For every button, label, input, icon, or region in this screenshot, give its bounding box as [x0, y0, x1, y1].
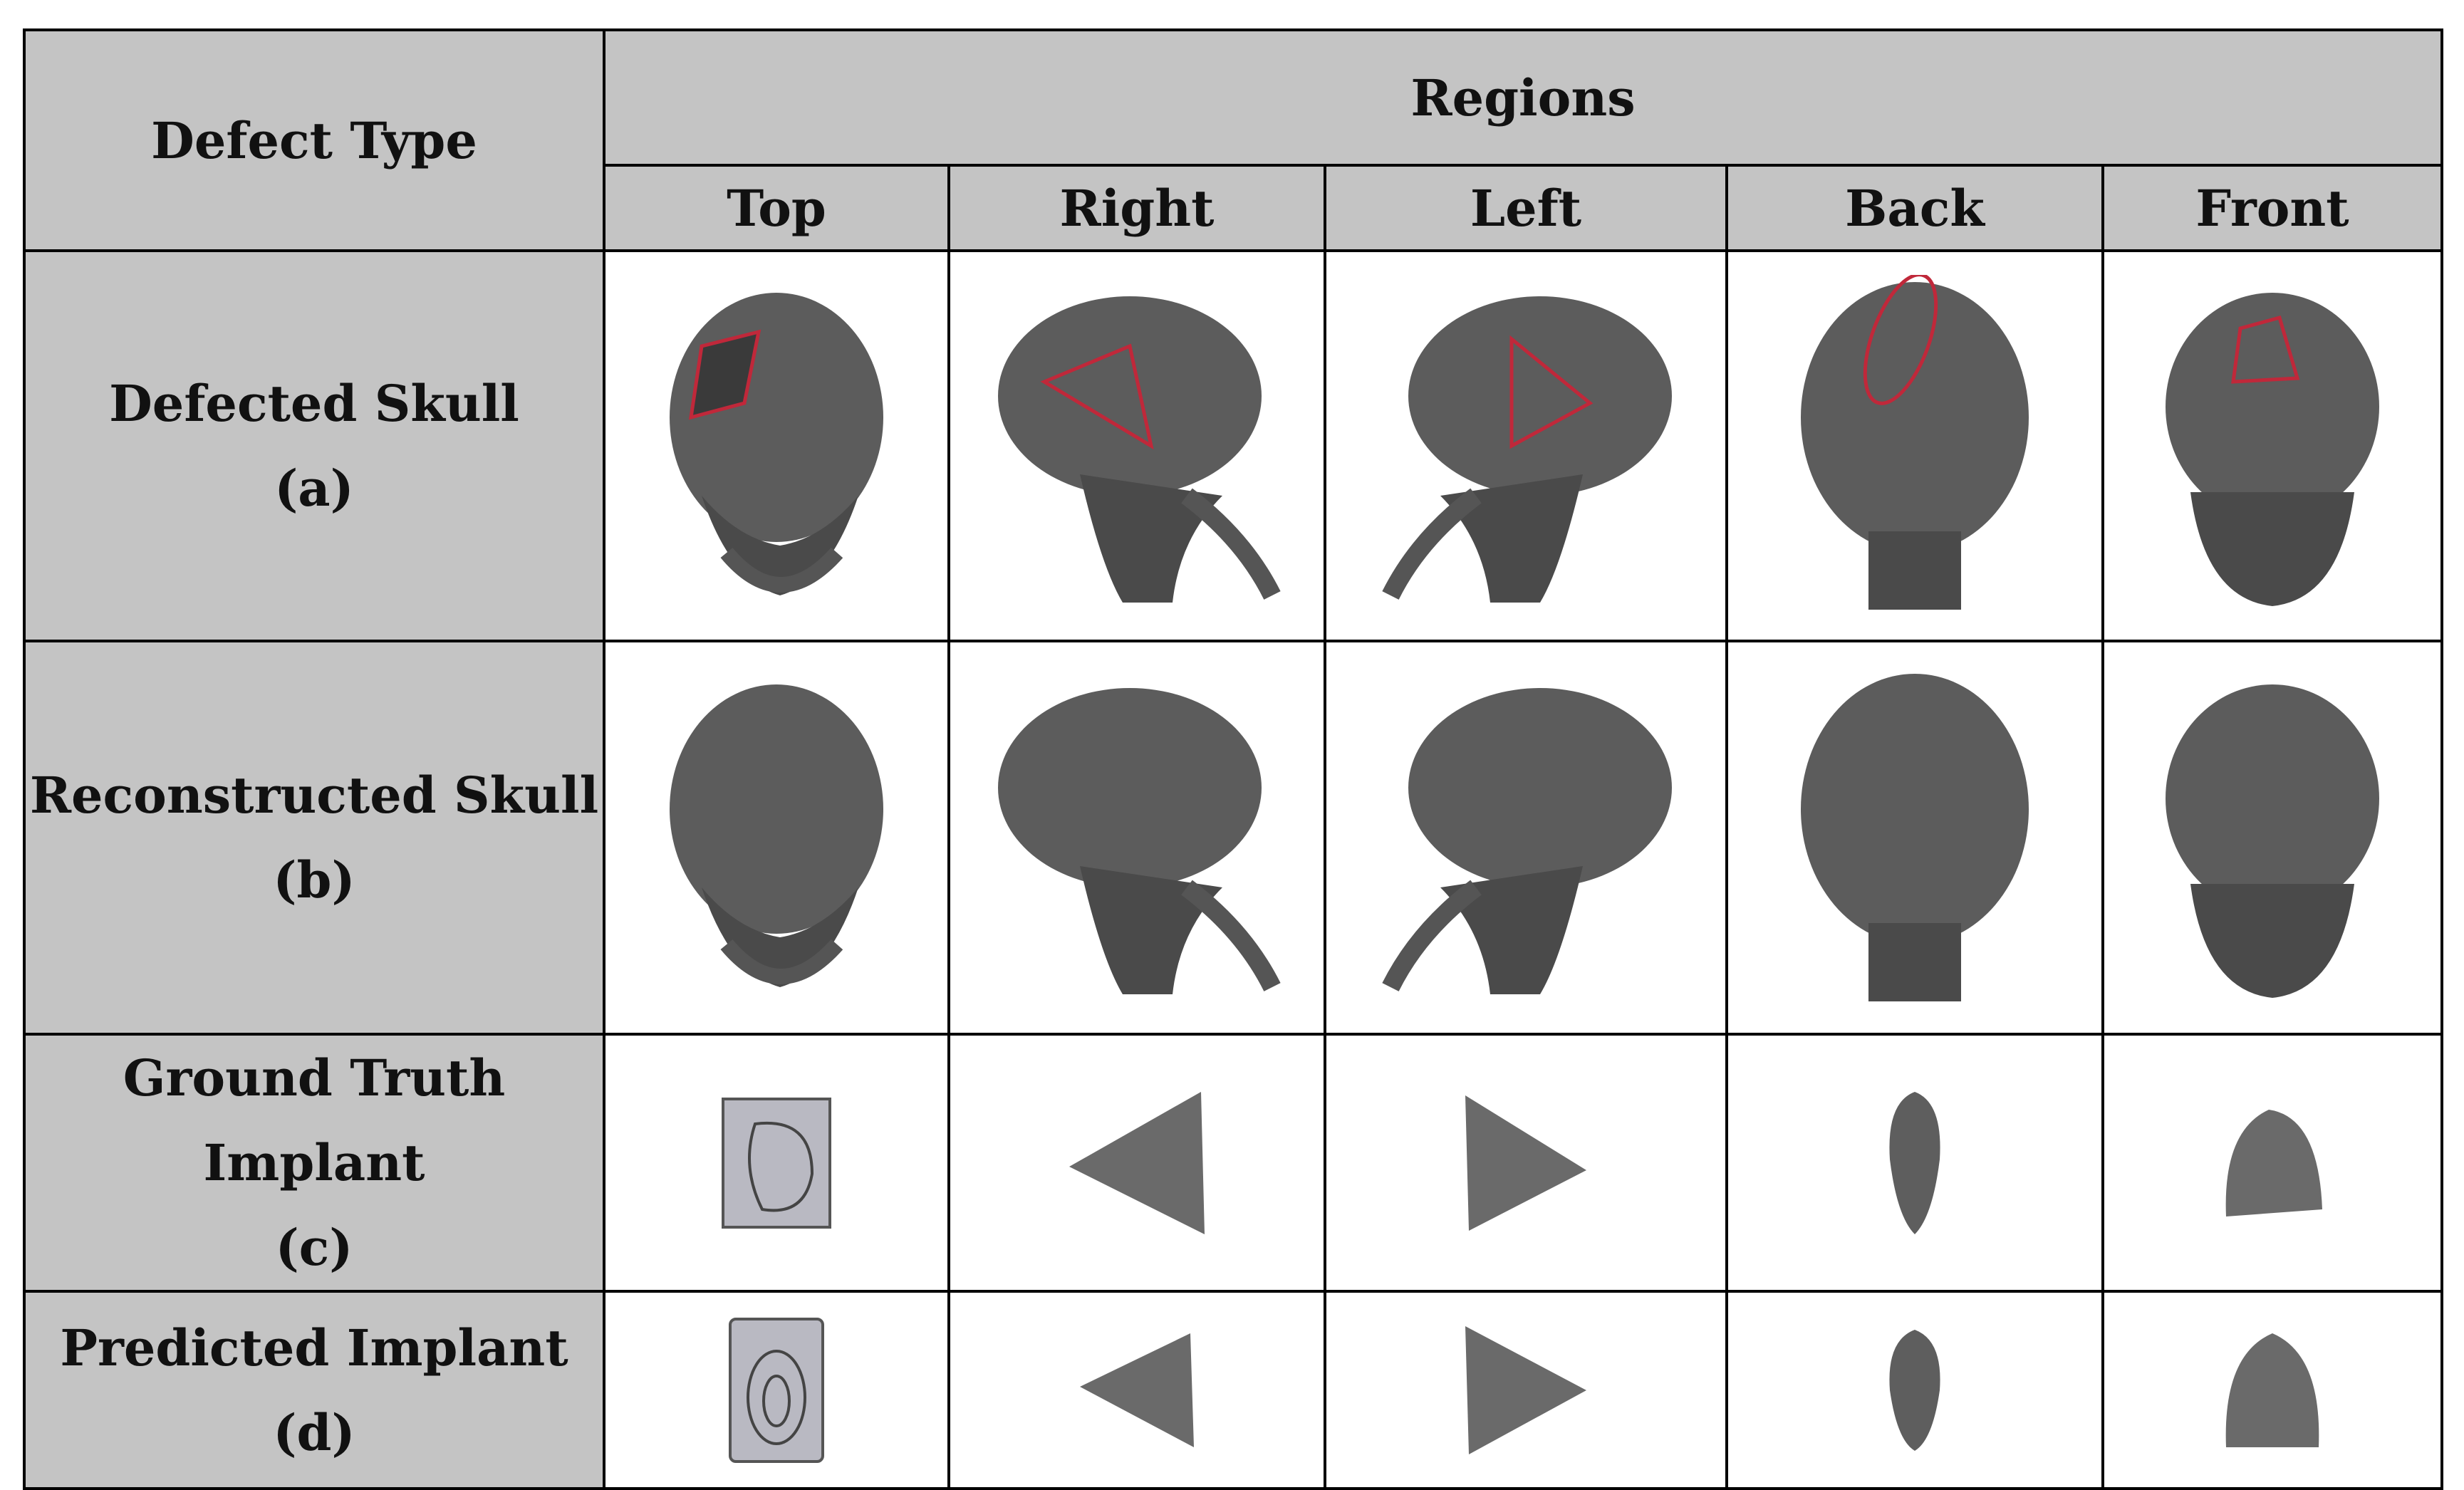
cell-reconstructed-back — [1725, 640, 2104, 1036]
cell-gt-back — [1725, 1033, 2104, 1293]
skull-render-icon — [998, 296, 1281, 603]
defect-type-header: Defect Type — [23, 28, 605, 252]
figure-table: Defect Type Regions Top Right Left Back … — [23, 28, 2444, 1490]
col-header-front: Front — [2101, 164, 2444, 252]
rectangle-implant-icon — [722, 1097, 831, 1229]
skull-render-icon — [1382, 296, 1672, 603]
row-title: Reconstructed Skull — [29, 766, 599, 825]
triangle-implant-icon — [1069, 1091, 1205, 1234]
cell-reconstructed-left — [1324, 640, 1728, 1036]
col-header-back: Back — [1725, 164, 2104, 252]
cap-implant-icon — [2225, 1333, 2319, 1447]
cell-defected-right — [947, 249, 1326, 642]
cell-gt-left — [1324, 1033, 1728, 1293]
oval-implant-icon — [1889, 1091, 1940, 1234]
row-header-defected-skull: Defected Skull (a) — [23, 249, 605, 642]
cell-reconstructed-front — [2101, 640, 2444, 1036]
row-header-ground-truth-implant: Ground Truth Implant (c) — [23, 1033, 605, 1293]
cell-reconstructed-top — [603, 640, 950, 1036]
skull-render-icon — [670, 293, 883, 595]
col-header-right: Right — [947, 164, 1326, 252]
row-tag: (a) — [274, 459, 354, 518]
triangle-implant-icon — [1080, 1333, 1194, 1447]
cell-defected-front — [2101, 249, 2444, 642]
defect-type-label: Defect Type — [151, 110, 477, 170]
skull-render-icon — [1801, 674, 2029, 1001]
cell-defected-left — [1324, 249, 1728, 642]
cell-pred-back — [1725, 1290, 2104, 1490]
skull-render-icon — [2166, 684, 2380, 998]
regions-header: Regions — [602, 28, 2444, 167]
row-tag: (c) — [275, 1218, 353, 1277]
col-header-top: Top — [603, 164, 950, 252]
skull-render-icon — [670, 684, 883, 987]
cell-pred-top — [603, 1290, 950, 1490]
cell-reconstructed-right — [947, 640, 1326, 1036]
skull-render-icon — [1382, 688, 1672, 994]
skull-render-icon — [998, 688, 1281, 994]
row-header-reconstructed-skull: Reconstructed Skull (b) — [23, 640, 605, 1036]
cell-pred-front — [2101, 1290, 2444, 1490]
row-title: Defected Skull — [109, 374, 519, 433]
cell-defected-top — [603, 249, 950, 642]
cap-implant-icon — [2225, 1109, 2323, 1217]
cell-gt-top — [603, 1033, 950, 1293]
oval-implant-icon — [1889, 1329, 1940, 1451]
cell-defected-back — [1725, 249, 2104, 642]
skull-render-icon — [2166, 293, 2380, 606]
row-tag: (d) — [273, 1402, 355, 1462]
triangle-implant-icon — [1465, 1325, 1586, 1454]
row-title: Predicted Implant — [60, 1318, 568, 1377]
cell-pred-left — [1324, 1290, 1728, 1490]
cell-gt-front — [2101, 1033, 2444, 1293]
triangle-implant-icon — [1465, 1095, 1586, 1231]
rectangle-implant-icon — [729, 1317, 824, 1463]
row-tag: (b) — [273, 850, 355, 910]
row-title: Ground Truth Implant — [123, 1048, 506, 1192]
cell-gt-right — [947, 1033, 1326, 1293]
regions-label: Regions — [1410, 68, 1636, 127]
col-header-left: Left — [1324, 164, 1728, 252]
cell-pred-right — [947, 1290, 1326, 1490]
skull-render-icon — [1801, 275, 2029, 610]
row-header-predicted-implant: Predicted Implant (d) — [23, 1290, 605, 1490]
